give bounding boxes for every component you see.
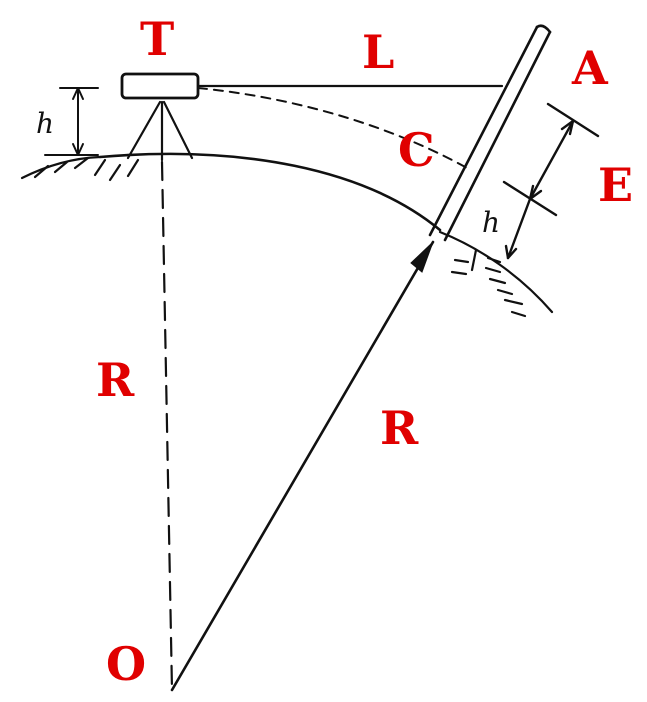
tripod [126, 100, 194, 162]
label-h-left: h [36, 107, 54, 140]
ground-right [438, 230, 554, 318]
label-R-right: R [380, 401, 419, 455]
label-O: O [106, 637, 146, 691]
e-dimension [502, 102, 600, 260]
h-dimension-left [44, 87, 99, 156]
label-T: T [140, 12, 174, 66]
ground-left [20, 155, 140, 182]
refracted-line-of-sight [197, 87, 468, 169]
instrument-icon [120, 72, 200, 100]
label-R-left: R [96, 353, 135, 407]
radius-to-staff [170, 240, 435, 692]
label-A: A [571, 41, 609, 95]
label-L: L [362, 25, 394, 79]
label-h-right: h [482, 206, 500, 239]
label-E: E [598, 158, 633, 212]
radius-arrowhead [410, 241, 434, 273]
earth-surface-curve [98, 152, 442, 232]
leveling-staff [428, 24, 552, 242]
radius-vertical-dashed [160, 160, 174, 692]
label-C: C [398, 123, 435, 177]
